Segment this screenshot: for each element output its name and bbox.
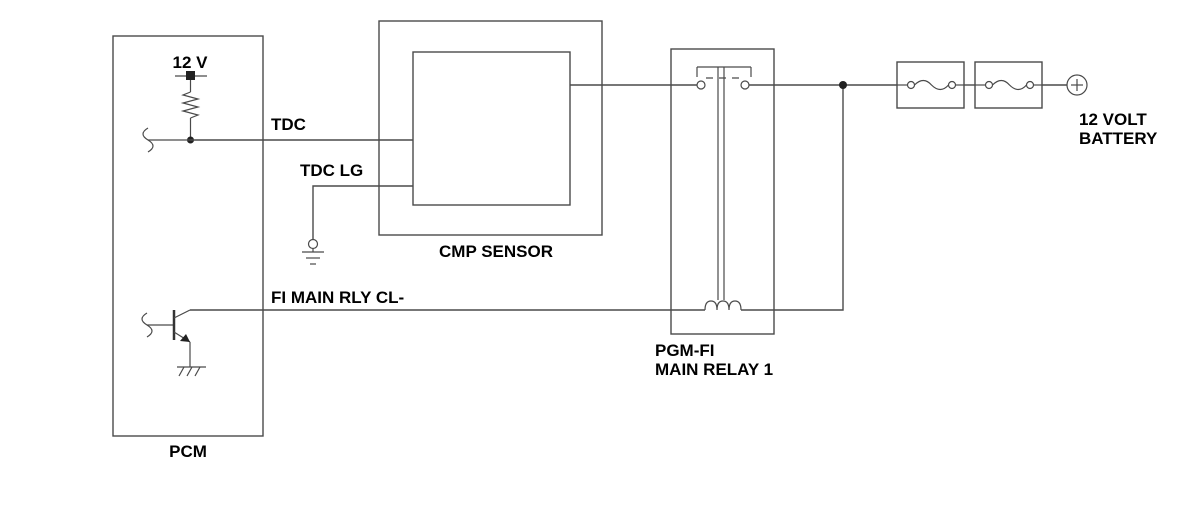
fi-main-rly-label: FI MAIN RLY CL- (271, 288, 404, 307)
tdc-lg-label: TDC LG (300, 161, 363, 180)
relay-box (670, 48, 775, 335)
feed-junction-dot (839, 81, 847, 89)
relay-coil-icon (704, 300, 742, 311)
pull-up-resistor (180, 91, 201, 119)
relay-label-line2: MAIN RELAY 1 (655, 360, 773, 379)
fuse-1-element-icon (914, 79, 949, 91)
battery: 12 VOLT BATTERY (1066, 74, 1158, 148)
tdc-lg-wire (312, 185, 413, 240)
battery-positive-icon (1066, 74, 1088, 96)
battery-label-line2: BATTERY (1079, 129, 1158, 148)
fuse-2-element-icon (992, 79, 1027, 91)
relay-coil-feed-wire (741, 85, 844, 311)
chassis-ground-hatch-2 (186, 366, 193, 377)
chassis-ground-hatch-1 (178, 366, 185, 377)
chassis-ground-hatch-3 (194, 366, 201, 377)
pcm-12v-label: 12 V (173, 53, 209, 72)
pgm-fi-main-relay: PGM-FI MAIN RELAY 1 (655, 48, 775, 379)
supply-terminal (186, 71, 195, 80)
signal-ground-icon (302, 238, 324, 265)
cmp-sensor: CMP SENSOR (378, 20, 603, 261)
cmp-sensor-outer-box (378, 20, 603, 236)
relay-contact-right (740, 80, 750, 90)
cmp-sensor-inner-box (412, 51, 571, 206)
cmp-sensor-label: CMP SENSOR (439, 242, 553, 261)
pcm-label: PCM (169, 442, 207, 461)
fuse-1 (896, 61, 965, 109)
battery-label-line1: 12 VOLT (1079, 110, 1147, 129)
relay-label-line1: PGM-FI (655, 341, 715, 360)
tdc-label: TDC (271, 115, 306, 134)
transistor-collector (173, 309, 191, 319)
relay-contact-left (696, 80, 706, 90)
transistor-arrow-icon (180, 334, 190, 342)
pcm-box (112, 35, 264, 437)
pcm-module: PCM 12 V (112, 35, 264, 461)
fuse-2 (974, 61, 1043, 109)
